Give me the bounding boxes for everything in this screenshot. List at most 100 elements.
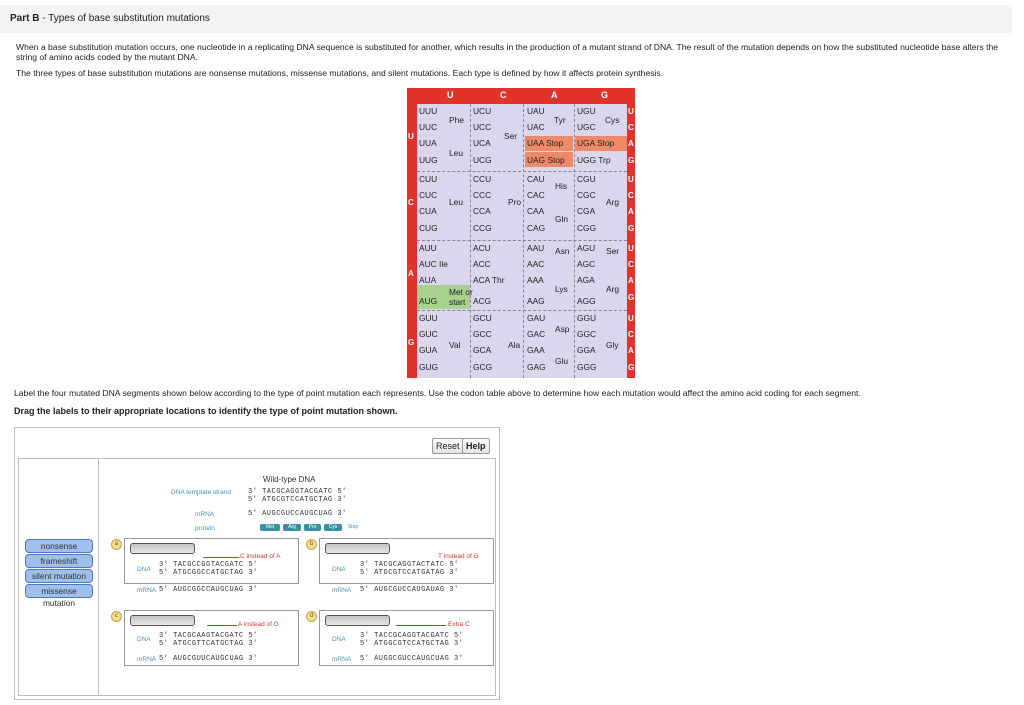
aa-val: Val	[449, 340, 461, 350]
wild-type-title: Wild-type DNA	[263, 475, 316, 484]
third-base-label: A	[628, 139, 634, 149]
segment-c-dna-5: 5' ATGCGTTCATGCTAG 3'	[159, 640, 258, 648]
aa-lys: Lys	[555, 284, 568, 294]
part-title-text: - Types of base substitution mutations	[39, 13, 210, 24]
codon-row-separator	[417, 171, 627, 172]
codon-cell: AUC Ile	[419, 259, 448, 270]
codon-cell: UCU	[473, 106, 492, 116]
segment-tag-c: c	[111, 611, 122, 622]
dna-label-c: DNA	[137, 636, 151, 643]
aa-gln: Gln	[555, 214, 569, 224]
wild-type-dna-5: 5' ATGCGTCCATGCTAG 3'	[248, 496, 347, 504]
segment-panel-c: A instead of G DNA 3' TACGCAAGTACGATC 5'…	[124, 610, 299, 666]
codon-cell: GGG	[577, 361, 597, 372]
drop-zone-c[interactable]	[130, 615, 195, 626]
mutation-note-a: C instead of A	[240, 553, 281, 560]
label-bank-divider	[98, 459, 99, 695]
first-base-a: A	[408, 269, 414, 278]
codon-cell: AGU	[577, 243, 596, 253]
codon-cell: GAG	[527, 361, 546, 372]
mutation-arrow-a	[203, 557, 239, 558]
aa-phe: Phe	[449, 115, 464, 125]
codon-cell: AAA	[527, 275, 544, 286]
codon-header-a: A	[551, 90, 558, 100]
aa-start: start	[449, 297, 466, 307]
codon-row-separator	[417, 240, 627, 241]
label-silent-mutation[interactable]: silent mutation	[25, 569, 93, 583]
codon-cell: UAA Stop	[527, 138, 564, 149]
aa-pro: Pro	[508, 197, 522, 207]
aa-asp: Asp	[555, 324, 570, 334]
codon-cell: CCA	[473, 206, 491, 217]
codon-cell: GAU	[527, 313, 546, 323]
third-base-label: C	[628, 330, 634, 340]
codon-cell: UUG	[419, 154, 438, 165]
segment-b-mrna: 5' AUGCGUCCAUGAUAG 3'	[360, 586, 459, 594]
part-title: Part B - Types of base substitution muta…	[10, 13, 210, 24]
drop-zone-a[interactable]	[130, 543, 195, 554]
codon-cell: UAG Stop	[527, 154, 565, 165]
third-base-label: C	[628, 260, 634, 270]
aa-leu-2: Leu	[449, 197, 463, 207]
aa-ser: Ser	[504, 131, 518, 141]
codon-third-base-column	[627, 104, 635, 378]
codon-cell: CGU	[577, 174, 596, 184]
third-base-label: C	[628, 191, 634, 201]
codon-cell: GUA	[419, 345, 438, 356]
codon-cell: GUG	[419, 361, 439, 372]
codon-cell: UCG	[473, 154, 492, 165]
segment-tag-d: d	[306, 611, 317, 622]
segment-c-dna-3: 3' TACGCAAGTACGATC 5'	[159, 632, 258, 640]
third-base-label: G	[628, 155, 635, 165]
aa-tyr: Tyr	[554, 115, 566, 125]
wild-type-dna-3: 3' TACGCAGGTACGATC 5'	[248, 488, 347, 496]
stop-cell-uga	[575, 136, 627, 151]
codon-cell: CAC	[527, 190, 545, 201]
first-base-c: C	[408, 198, 414, 207]
third-base-label: G	[628, 223, 635, 233]
third-base-label: A	[628, 276, 634, 286]
codon-cell: CGC	[577, 190, 596, 201]
label-frameshift-mutation[interactable]: frameshift mutation	[25, 554, 93, 578]
codon-cell: AGC	[577, 259, 596, 270]
drop-zone-d[interactable]	[325, 615, 390, 626]
codon-cell: GGC	[577, 329, 597, 340]
codon-cell: UUU	[419, 106, 438, 116]
protein-pro: Pro	[304, 524, 321, 531]
codon-cell: GCU	[473, 313, 492, 323]
codon-cell: CCG	[473, 222, 492, 233]
codon-cell: CGG	[577, 222, 597, 233]
protein-arg: Arg	[283, 524, 301, 531]
codon-cell: AUU	[419, 243, 437, 253]
codon-column-separator	[523, 104, 524, 378]
third-base-label: G	[628, 292, 635, 302]
codon-cell: GAA	[527, 345, 545, 356]
aa-cys: Cys	[605, 115, 620, 125]
stop-cell-uaa	[525, 136, 573, 151]
protein-met: Met	[260, 524, 280, 531]
segment-a-mrna: 5' AUGCGGCCAUGCUAG 3'	[159, 586, 258, 594]
label-nonsense-mutation[interactable]: nonsense mutation	[25, 539, 93, 563]
codon-cell: GUU	[419, 313, 438, 323]
aa-gly: Gly	[606, 340, 619, 350]
aa-his: His	[555, 181, 568, 191]
aa-arg: Arg	[606, 197, 620, 207]
first-base-u: U	[408, 132, 414, 141]
mutation-arrow-c	[207, 625, 237, 626]
aa-arg-2: Arg	[606, 284, 620, 294]
codon-cell: AUA	[419, 275, 437, 286]
dna-label-b: DNA	[332, 566, 346, 573]
aa-asn: Asn	[555, 246, 570, 256]
drop-zone-b[interactable]	[325, 543, 390, 554]
codon-cell: UGU	[577, 106, 596, 116]
codon-cell: CUA	[419, 206, 437, 217]
codon-cell: GCG	[473, 361, 493, 372]
third-base-label: U	[628, 175, 634, 184]
codon-first-base-column	[407, 104, 417, 378]
label-missense-mutation[interactable]: missense mutation	[25, 584, 93, 608]
part-label: Part B	[10, 13, 40, 24]
reset-button[interactable]: Reset	[432, 438, 464, 454]
codon-cell: CUU	[419, 174, 438, 184]
help-button[interactable]: Help	[462, 438, 490, 454]
codon-column-separator	[470, 104, 471, 378]
